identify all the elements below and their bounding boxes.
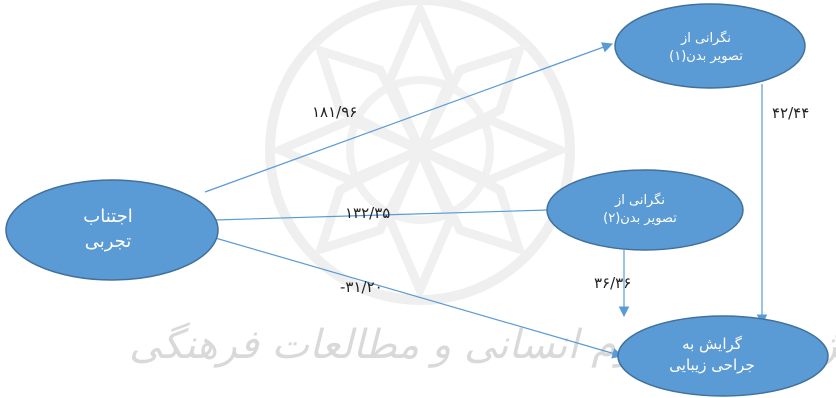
edge-label-avoidance-to-concern2: ۱۳۲/۳۵ bbox=[345, 204, 390, 222]
node-cosmetic-surgery-attitude-line1: گرایش به bbox=[682, 335, 743, 353]
node-experiential-avoidance: اجتناب تجربی bbox=[5, 179, 219, 281]
node-body-image-concern-1: نگرانی از تصویر بدن(۱) bbox=[614, 3, 806, 89]
node-body-image-concern-2-line2: تصویر بدن(۲) bbox=[603, 211, 677, 226]
node-experiential-avoidance-line1: اجتناب bbox=[83, 206, 132, 227]
edge-avoidance-to-surgery bbox=[204, 234, 624, 359]
watermark-logo bbox=[265, 0, 575, 305]
edge-label-concern1-to-surgery: ۴۲/۴۴ bbox=[772, 104, 809, 122]
node-body-image-concern-2: نگرانی از تصویر بدن(۲) bbox=[546, 169, 744, 251]
edge-avoidance-to-concern1 bbox=[204, 42, 614, 193]
edge-label-avoidance-to-surgery: -۳۱/۲۰ bbox=[340, 278, 383, 296]
edge-avoidance-to-concern2 bbox=[214, 209, 549, 221]
node-body-image-concern-1-line1: نگرانی از bbox=[680, 30, 731, 46]
node-experiential-avoidance-line2: تجربی bbox=[85, 231, 132, 252]
node-cosmetic-surgery-attitude: گرایش به جراحی زیبایی bbox=[617, 315, 829, 397]
edge-label-concern2-to-surgery: ۳۶/۳۶ bbox=[594, 274, 631, 292]
node-body-image-concern-1-line2: تصویر بدن(۱) bbox=[669, 49, 743, 64]
edge-label-avoidance-to-concern1: ۱۸۱/۹۶ bbox=[312, 103, 357, 121]
node-body-image-concern-2-line1: نگرانی از bbox=[614, 192, 665, 208]
node-cosmetic-surgery-attitude-line2: جراحی زیبایی bbox=[669, 356, 754, 374]
